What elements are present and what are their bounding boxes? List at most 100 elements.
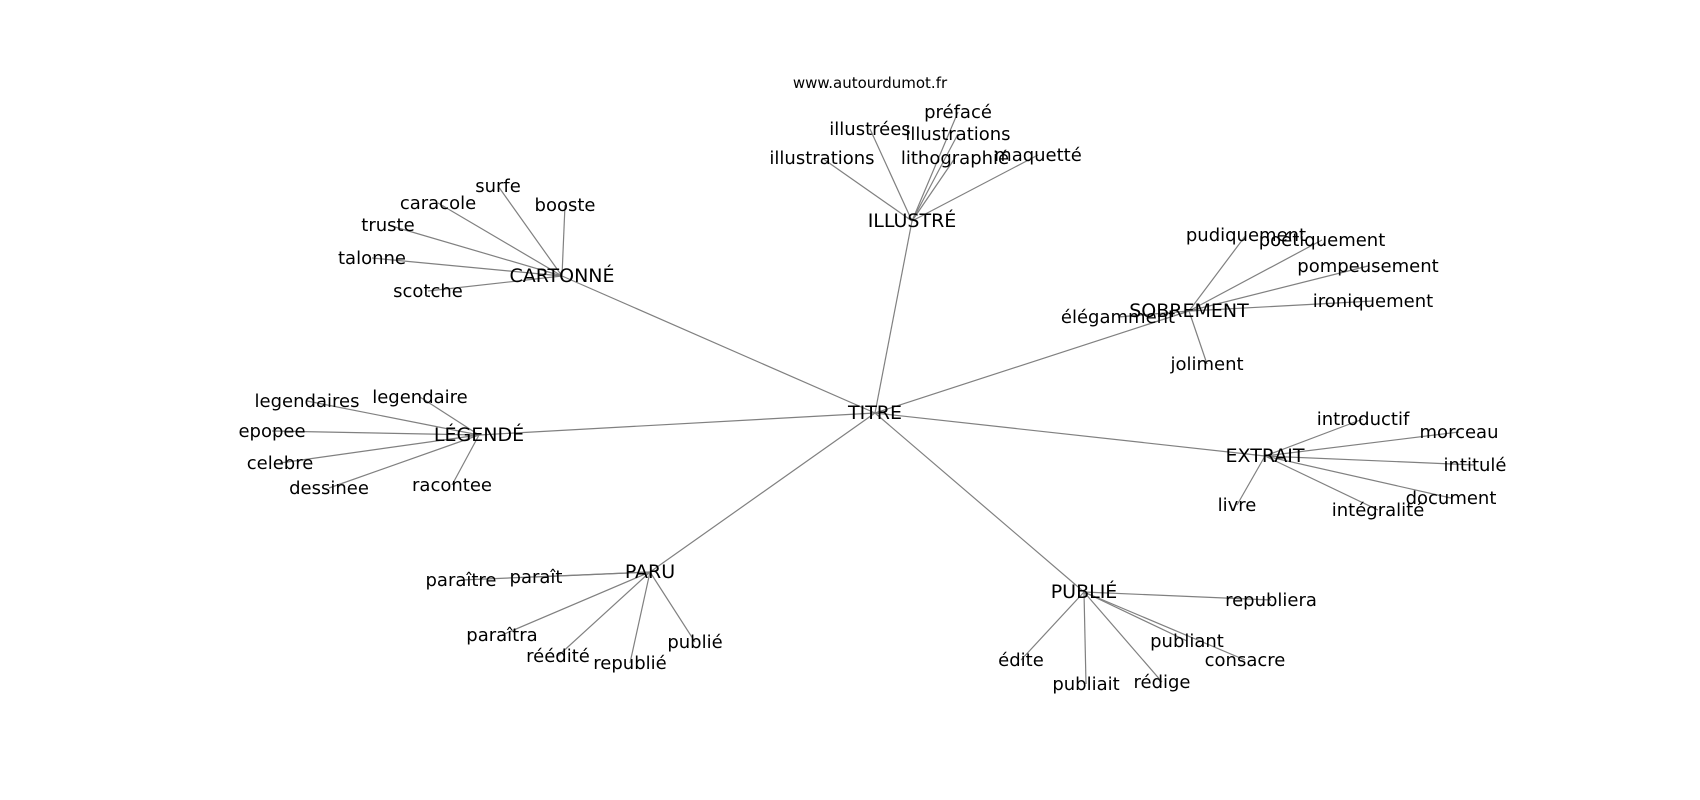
leaf-node-label: consacre xyxy=(1205,650,1286,671)
leaf-node-label: intégralité xyxy=(1332,500,1425,521)
edge-publie-leaf xyxy=(1083,591,1272,601)
edge-center-legende xyxy=(478,412,876,436)
edge-sobrement-leaf xyxy=(1188,310,1208,365)
hub-node-publie: PUBLIÉ xyxy=(1051,580,1118,603)
edge-cartonne-leaf xyxy=(437,202,563,277)
leaf-node-label: booste xyxy=(535,195,596,216)
edge-center-paru xyxy=(649,412,876,573)
leaf-node-label: livre xyxy=(1218,495,1257,516)
leaf-node-label: préfacé xyxy=(924,102,992,123)
edge-illustre-leaf xyxy=(821,157,913,222)
edge-illustre-leaf xyxy=(911,111,959,222)
center-node-label: TITRE xyxy=(847,402,902,424)
edge-extrait-leaf xyxy=(1264,418,1364,457)
edge-cartonne-leaf xyxy=(371,257,563,277)
edge-extrait-leaf xyxy=(1264,455,1379,511)
hub-node-cartonne: CARTONNÉ xyxy=(509,264,614,287)
edge-extrait-leaf xyxy=(1236,455,1266,506)
edge-sobrement-leaf xyxy=(1117,310,1190,318)
edge-sobrement-leaf xyxy=(1188,265,1369,312)
edge-cartonne-leaf xyxy=(387,224,563,277)
leaf-node-label: document xyxy=(1406,488,1497,509)
leaf-node-label: illustrées xyxy=(829,119,910,140)
edge-paru-leaf xyxy=(557,571,651,657)
edge-sobrement-leaf xyxy=(1188,239,1323,312)
leaf-node-label: illustrations xyxy=(905,124,1010,145)
leaf-node-label: dessinee xyxy=(289,478,369,499)
leaf-node-label: publiant xyxy=(1150,631,1224,652)
edge-sobrement-leaf xyxy=(1188,300,1374,312)
leaf-node-label: pudiquement xyxy=(1186,225,1306,246)
edge-center-illustre xyxy=(874,220,913,414)
hub-node-paru: PARU xyxy=(625,561,675,583)
edge-illustre-leaf xyxy=(869,128,913,222)
leaf-node-label: rédige xyxy=(1133,672,1190,693)
edge-legende-leaf xyxy=(451,434,480,486)
edge-legende-leaf xyxy=(419,396,480,436)
edge-publie-leaf xyxy=(1020,591,1085,661)
edge-legende-leaf xyxy=(279,434,480,464)
edge-cartonne-leaf xyxy=(427,275,563,292)
leaf-node-label: paraîtra xyxy=(466,625,537,646)
leaf-node-label: joliment xyxy=(1169,354,1243,375)
leaf-node-label: paraître xyxy=(425,570,496,591)
edge-cartonne-leaf xyxy=(561,204,566,277)
leaf-node-label: illustrations xyxy=(769,148,874,169)
leaf-node-label: caracole xyxy=(400,193,476,214)
leaf-node-label: talonne xyxy=(338,248,406,269)
edge-paru-leaf xyxy=(629,571,651,664)
leaf-node-label: legendaire xyxy=(372,387,468,408)
leaf-node-label: réédité xyxy=(526,646,590,667)
leaf-node-label: publié xyxy=(667,632,722,653)
leaf-node-label: republiera xyxy=(1225,590,1317,611)
watermark: www.autourdumot.fr xyxy=(793,74,948,92)
leaf-node-label: paraît xyxy=(510,567,563,588)
leaf-node-label: élégamment xyxy=(1061,307,1175,328)
edge-publie-leaf xyxy=(1083,591,1163,683)
leaf-node-label: celebre xyxy=(247,453,314,474)
hub-node-sobrement: SOBREMENT xyxy=(1129,300,1249,322)
leaf-node-label: poétiquement xyxy=(1259,230,1386,251)
leaf-node-label: intitulé xyxy=(1443,455,1506,476)
edge-sobrement-leaf xyxy=(1188,234,1247,312)
leaf-node-label: édite xyxy=(998,650,1044,671)
edge-center-cartonne xyxy=(561,275,876,414)
leaf-node-label: surfe xyxy=(475,176,521,197)
edge-illustre-leaf xyxy=(911,154,1039,222)
edge-publie-leaf xyxy=(1083,591,1087,685)
edge-extrait-leaf xyxy=(1264,455,1452,499)
hub-node-legende: LÉGENDÉ xyxy=(434,423,524,446)
edge-center-sobrement xyxy=(874,310,1190,414)
hub-node-extrait: EXTRAIT xyxy=(1226,445,1305,467)
leaf-node-label: racontee xyxy=(412,475,492,496)
edge-cartonne-leaf xyxy=(497,185,563,277)
edge-paru-leaf xyxy=(649,571,696,643)
edge-legende-leaf xyxy=(271,430,480,436)
hub-node-illustre: ILLUSTRÉ xyxy=(868,209,957,232)
edge-illustre-leaf xyxy=(911,133,959,222)
edge-center-publie xyxy=(874,412,1085,593)
edge-publie-leaf xyxy=(1083,591,1188,642)
edge-extrait-leaf xyxy=(1264,455,1476,466)
leaf-node-label: maquetté xyxy=(994,145,1082,166)
edge-legende-leaf xyxy=(328,434,480,489)
leaf-node-label: republié xyxy=(593,653,666,674)
graph-labels: www.autourdumot.fr TITRE ILLUSTRÉ illustré… xyxy=(238,74,1506,695)
leaf-node-label: publiait xyxy=(1052,674,1119,695)
edge-paru-leaf xyxy=(535,571,651,578)
leaf-node-label: legendaires xyxy=(255,391,360,412)
edge-center-extrait xyxy=(874,412,1266,457)
edge-extrait-leaf xyxy=(1264,431,1460,457)
leaf-node-label: morceau xyxy=(1420,422,1499,443)
leaf-node-label: introductif xyxy=(1317,409,1410,430)
graph-edges xyxy=(271,111,1476,685)
edge-illustre-leaf xyxy=(911,157,956,222)
leaf-node-label: truste xyxy=(361,215,414,236)
leaf-node-label: scotche xyxy=(393,281,463,302)
leaf-node-label: pompeusement xyxy=(1297,256,1438,277)
leaf-node-label: lithographié xyxy=(901,148,1009,169)
leaf-node-label: epopee xyxy=(238,421,305,442)
edge-paru-leaf xyxy=(501,571,651,636)
leaf-node-label: ironiquement xyxy=(1313,291,1433,312)
